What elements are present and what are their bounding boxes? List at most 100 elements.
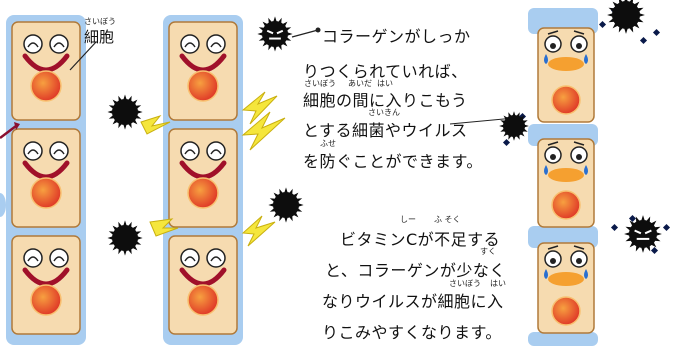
eye-lid xyxy=(53,149,65,155)
eye-lid xyxy=(210,256,222,262)
virus-7 xyxy=(624,215,662,253)
sparkle-mark xyxy=(639,36,648,45)
virus-3 xyxy=(107,220,143,256)
eye xyxy=(49,141,69,161)
cell-nucleus xyxy=(187,177,219,209)
brow xyxy=(547,245,559,250)
worried-mouth xyxy=(548,272,584,286)
smile-mouth xyxy=(22,267,70,287)
eye xyxy=(23,248,43,268)
cell-nucleus xyxy=(187,284,219,316)
eye-lid xyxy=(184,256,196,262)
virus-body xyxy=(262,21,288,47)
leader-dot xyxy=(315,27,321,33)
virus-eye xyxy=(634,229,642,235)
eye-lid xyxy=(53,42,65,48)
eye xyxy=(206,248,226,268)
eye xyxy=(206,141,226,161)
cell-nucleus xyxy=(30,284,62,316)
worried-cell-0 xyxy=(537,27,595,123)
sparkle-mark xyxy=(650,246,659,255)
tear-drop xyxy=(584,54,588,64)
smile-mouth xyxy=(22,53,70,73)
smile-mouth xyxy=(22,160,70,180)
happy-cell-a0 xyxy=(11,21,81,121)
p2-ruby-saibou: さいぼう xyxy=(449,279,481,288)
eye-lid xyxy=(27,42,39,48)
arrow-left-head xyxy=(14,122,20,130)
eye-lid xyxy=(184,42,196,48)
lightning-bolt-3 xyxy=(140,115,171,135)
eye xyxy=(206,34,226,54)
smile-mouth xyxy=(179,267,227,287)
virus-body xyxy=(612,1,640,29)
happy-cell-b0 xyxy=(168,21,238,121)
eye-lid xyxy=(27,149,39,155)
p1-line-2: りつくられていれば、 xyxy=(303,62,468,81)
eye xyxy=(180,34,200,54)
virus-1 xyxy=(257,16,293,52)
p1-ruby-saibou: さいぼう xyxy=(304,79,336,88)
p1-line-5: を防ぐことができます。 xyxy=(303,152,483,171)
cell-nucleus xyxy=(551,190,581,220)
leader-line xyxy=(291,29,319,38)
eye xyxy=(180,248,200,268)
eye-lid xyxy=(53,256,65,262)
eye xyxy=(23,141,43,161)
cell-nucleus xyxy=(30,177,62,209)
p1-ruby-hai: はい xyxy=(377,79,393,88)
happy-cell-a1 xyxy=(11,128,81,228)
virus-4 xyxy=(268,187,304,223)
p2-ruby-shii: しー xyxy=(400,215,416,224)
cell-nucleus xyxy=(551,85,581,115)
brow xyxy=(573,141,585,146)
tear-drop xyxy=(584,269,588,279)
eye-pupil xyxy=(550,43,556,49)
cell-nucleus xyxy=(30,70,62,102)
p2-line-2: と、コラーゲンが少なく xyxy=(325,261,506,280)
happy-cell-b2 xyxy=(168,235,238,335)
eye-pupil xyxy=(576,43,582,49)
eye xyxy=(23,34,43,54)
lightning-bolt-5 xyxy=(149,218,179,237)
eye-pupil xyxy=(550,258,556,264)
p1-line-1: コラーゲンがしっか xyxy=(322,27,471,46)
p1-line-4: とする細菌やウイルス xyxy=(303,121,468,140)
tear-drop xyxy=(584,165,588,175)
eye xyxy=(180,141,200,161)
brow xyxy=(573,30,585,35)
tear-drop xyxy=(544,165,548,175)
sparkle-mark xyxy=(610,223,619,232)
p2-ruby-hai: はい xyxy=(490,279,506,288)
brow xyxy=(573,245,585,250)
worried-mouth xyxy=(548,57,584,71)
smile-mouth xyxy=(179,53,227,73)
p2-ruby-sukuna: すく xyxy=(480,247,496,256)
p1-line-3: 細胞の間に入りこもう xyxy=(303,91,468,110)
eye xyxy=(49,34,69,54)
p1-ruby-fuse: ふせ xyxy=(320,139,336,148)
eye-lid xyxy=(184,149,196,155)
cell-label: 細胞 xyxy=(84,28,115,46)
brow xyxy=(547,30,559,35)
p1-ruby-saikin: さいきん xyxy=(368,108,400,117)
smile-mouth xyxy=(179,160,227,180)
virus-body xyxy=(112,99,138,125)
sparkle-mark xyxy=(628,214,637,223)
sparkle-mark xyxy=(652,28,661,37)
cell-nucleus xyxy=(551,296,581,326)
brow xyxy=(547,141,559,146)
virus-eye xyxy=(276,29,284,35)
virus-body xyxy=(629,220,657,248)
p2-line-1: ビタミンCが不足する xyxy=(340,230,501,249)
cell-label-ruby: さいぼう xyxy=(84,17,116,26)
sparkle-mark xyxy=(502,138,511,147)
eye-lid xyxy=(27,256,39,262)
lightning-bolt-4 xyxy=(241,215,276,247)
virus-eye xyxy=(644,229,652,235)
virus-5 xyxy=(607,0,645,34)
edge-blob xyxy=(0,193,6,217)
leader-line-virus xyxy=(449,117,516,125)
sparkle-mark xyxy=(662,223,671,232)
collagen-band-fragment-bottom xyxy=(528,332,598,346)
